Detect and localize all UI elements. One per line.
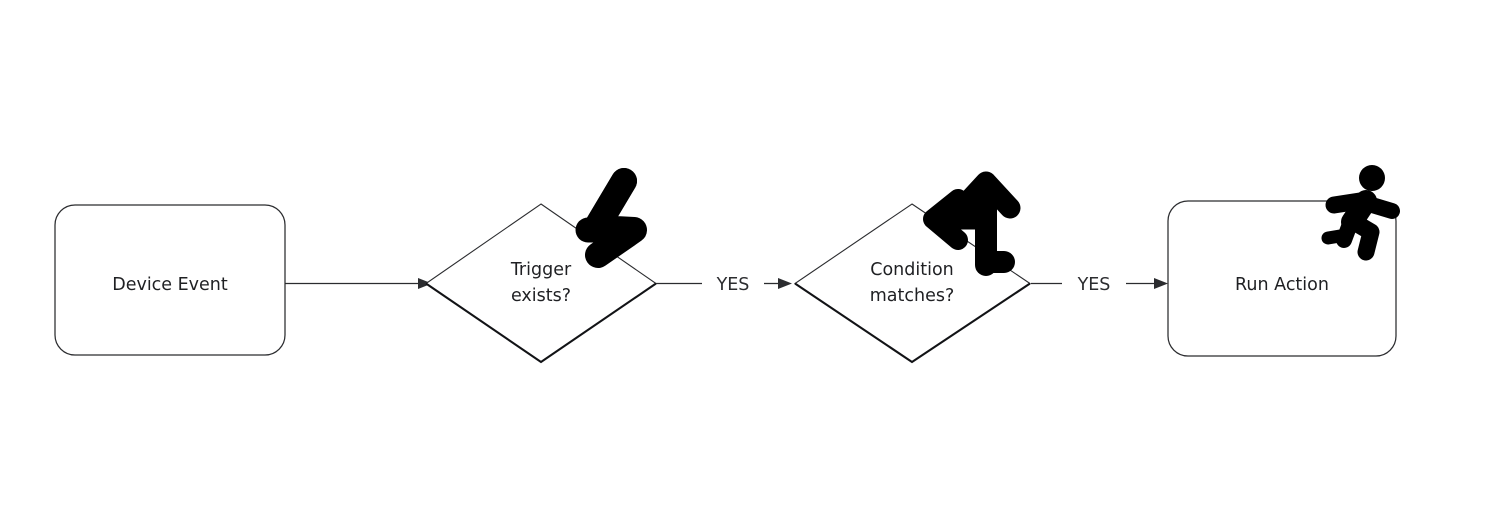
condition-matches-label-line-2: matches?	[870, 286, 955, 306]
trigger-exists-label-line-1: Trigger	[510, 260, 572, 280]
lightning-bolt-icon	[575, 168, 647, 268]
edge-label-yes-1: YES	[716, 275, 750, 295]
running-person-icon	[1321, 165, 1400, 261]
edge-1-arrowhead	[418, 278, 432, 289]
edge-3-arrowhead	[1154, 278, 1168, 289]
edge-device-event-to-trigger	[285, 278, 432, 289]
branch-fork-arrow-icon	[923, 171, 1021, 276]
run-action-label: Run Action	[1235, 275, 1329, 295]
condition-matches-shape-emphasis	[794, 282, 1031, 364]
edge-label-yes-2: YES	[1077, 275, 1111, 295]
device-event-label: Device Event	[112, 275, 228, 295]
condition-matches-label-line-1: Condition	[870, 260, 954, 280]
edge-trigger-to-condition: YES	[656, 275, 792, 295]
edge-2-arrowhead	[778, 278, 792, 289]
trigger-exists-label-line-2: exists?	[511, 286, 571, 306]
trigger-exists-shape-emphasis	[425, 282, 657, 364]
node-device-event[interactable]: Device Event	[54, 204, 286, 356]
device-event-shape[interactable]	[54, 204, 286, 356]
edge-condition-to-run-action: YES	[1031, 275, 1168, 295]
